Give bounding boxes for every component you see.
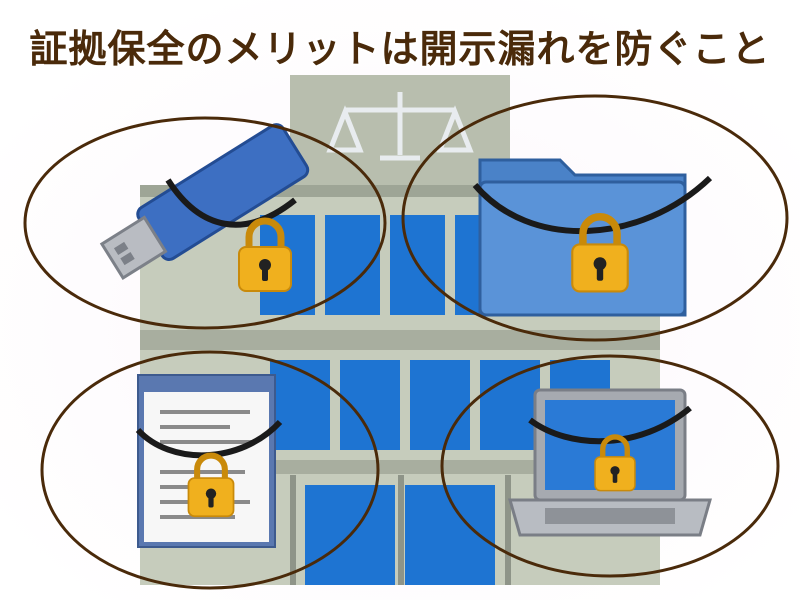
usb-drive-icon [99,123,310,291]
ellipse-document [40,350,380,590]
folder-icon [472,158,713,317]
ellipse-usb [23,116,387,330]
ellipse-laptop [440,354,780,578]
highlight-ellipses [23,94,789,590]
ellipse-folder [401,94,789,342]
page-title: 証拠保全のメリットは開示漏れを防ぐこと [29,26,771,71]
laptop-icon [508,388,712,537]
document-icon [135,374,283,548]
